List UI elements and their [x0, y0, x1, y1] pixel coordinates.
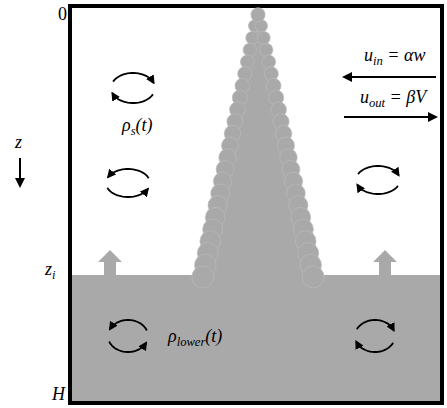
text-run: ρ	[168, 326, 177, 346]
eddy-arrow	[357, 185, 398, 194]
text-run: z	[15, 132, 22, 152]
eddy-arrow	[358, 166, 399, 175]
text-run: (t)	[205, 326, 222, 346]
plume-bump	[192, 266, 214, 288]
label-holder: uin = αw	[364, 46, 425, 69]
subscript: s	[131, 124, 136, 138]
text-run: = αw	[383, 45, 426, 65]
interface-rise-arrow	[98, 250, 122, 276]
density-label: ρs(t)	[122, 115, 153, 135]
text-run: 0	[58, 4, 67, 24]
eddy-arrow	[107, 188, 148, 197]
subscript: in	[373, 54, 383, 68]
plume-bump	[243, 43, 256, 56]
subscript: i	[52, 268, 56, 282]
density-label: ρlower(t)	[168, 326, 222, 346]
plume-body	[199, 14, 317, 277]
label-holder: H	[52, 385, 65, 405]
plume-bump	[262, 55, 276, 69]
plume-bump	[240, 55, 254, 69]
interface-depth-label: zi	[45, 259, 56, 279]
eddy-arrow	[356, 341, 393, 352]
text-run: u	[360, 87, 369, 107]
inflow-arrow	[344, 76, 436, 78]
label-holder: uout = βV	[360, 88, 426, 111]
eddy-arrow	[108, 169, 149, 178]
plume	[192, 8, 324, 288]
text-run: ρ	[122, 115, 131, 135]
plume-bump	[302, 266, 324, 288]
eddy-arrow	[357, 320, 394, 331]
text-holder: ρlower(t)	[168, 327, 222, 350]
eddy-arrow	[109, 341, 146, 352]
axis-label: z	[15, 132, 22, 152]
lower-layer-band: ρlower(t)	[72, 275, 440, 401]
eddy-arrow	[110, 320, 147, 331]
plume-bump	[251, 8, 265, 22]
text-run: z	[45, 259, 52, 279]
plume-bump	[260, 43, 273, 56]
text-run: u	[364, 45, 373, 65]
inflow-label: uin = αw	[364, 45, 425, 65]
text-run: = βV	[385, 87, 426, 107]
label-holder: 0	[58, 5, 67, 25]
outflow-arrow	[344, 116, 436, 118]
text-holder: ρs(t)	[122, 116, 153, 139]
subscript: out	[369, 96, 385, 110]
depth-label: H	[52, 384, 65, 404]
text-run: (t)	[136, 115, 153, 135]
plume-bump	[257, 31, 270, 44]
axis-arrow	[19, 158, 21, 186]
eddy-arrow	[113, 73, 154, 83]
label-holder: z	[15, 133, 22, 153]
eddy-arrow	[112, 93, 153, 103]
label-holder: zi	[45, 260, 56, 283]
text-run: H	[52, 384, 65, 404]
plume-bump	[246, 31, 259, 44]
interface-rise-arrow	[373, 250, 397, 276]
outflow-label: uout = βV	[360, 87, 426, 107]
origin-label: 0	[58, 4, 67, 24]
subscript: lower	[177, 335, 206, 349]
